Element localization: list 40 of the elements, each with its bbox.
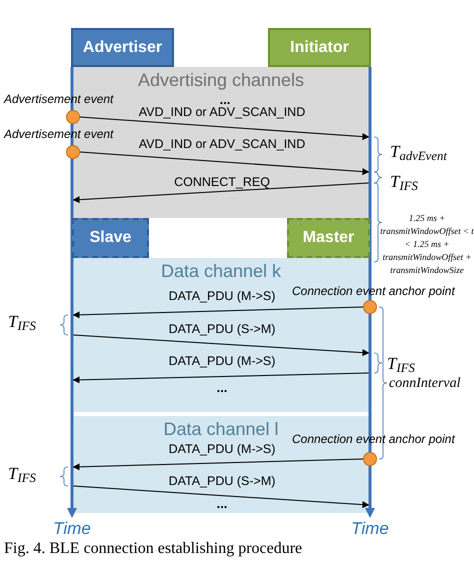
ellipsis: ... (216, 381, 228, 394)
ellipsis: ... (216, 497, 228, 510)
participant-box: Advertiser (71, 28, 174, 67)
interval-label: T$_{IFS}$ (8, 465, 36, 482)
channel-heading: Data channel l (163, 418, 279, 440)
message-arrow (73, 486, 370, 508)
message-label: CONNECT_REQ (174, 176, 270, 188)
participant-box: Master (287, 218, 370, 258)
interval-label: connInterval (389, 377, 461, 391)
message-label: DATA_PDU (M->S) (168, 290, 276, 302)
message-label: AVD_IND or ADV_SCAN_IND (138, 138, 306, 150)
time-label: Time (350, 520, 390, 537)
message-arrow (80, 116, 370, 140)
caption: Fig. 4. BLE connection establishing procedure (4, 539, 302, 559)
event-point (363, 300, 377, 314)
ellipsis: ... (220, 93, 230, 106)
interval-label: T$_{IFS}$ (387, 355, 415, 372)
message-label: DATA_PDU (S->M) (168, 323, 276, 336)
interval-label: T$_{IFS}$ (8, 313, 36, 330)
event-point (363, 452, 377, 466)
message-arrow (73, 334, 370, 356)
channel-heading: Data channel k (160, 260, 282, 282)
event-point (66, 145, 80, 159)
time-label: Time (52, 520, 92, 537)
message-label: DATA_PDU (M->S) (168, 355, 276, 368)
message-arrow (72, 458, 364, 470)
participant-box: Initiator (268, 28, 371, 67)
window-note: 1.25 ms + transmitWindowOffset < t < 1.25 ms + transmitWindowOffset + transmitWindowSize (380, 212, 474, 277)
interval-label: T$_{advEvent}$ (390, 143, 447, 160)
event-point (66, 110, 80, 124)
message-label: AVD_IND or ADV_SCAN_IND (138, 106, 306, 118)
message-arrow (72, 182, 369, 204)
channel-heading: Advertising channels (138, 69, 304, 92)
message-arrow (80, 152, 370, 176)
message-label: DATA_PDU (S->M) (168, 475, 276, 488)
message-arrow (72, 372, 369, 384)
message-arrow (72, 306, 364, 318)
interval-label: T$_{IFS}$ (390, 173, 418, 190)
message-label: DATA_PDU (M->S) (168, 443, 276, 456)
participant-box: Slave (72, 218, 149, 258)
